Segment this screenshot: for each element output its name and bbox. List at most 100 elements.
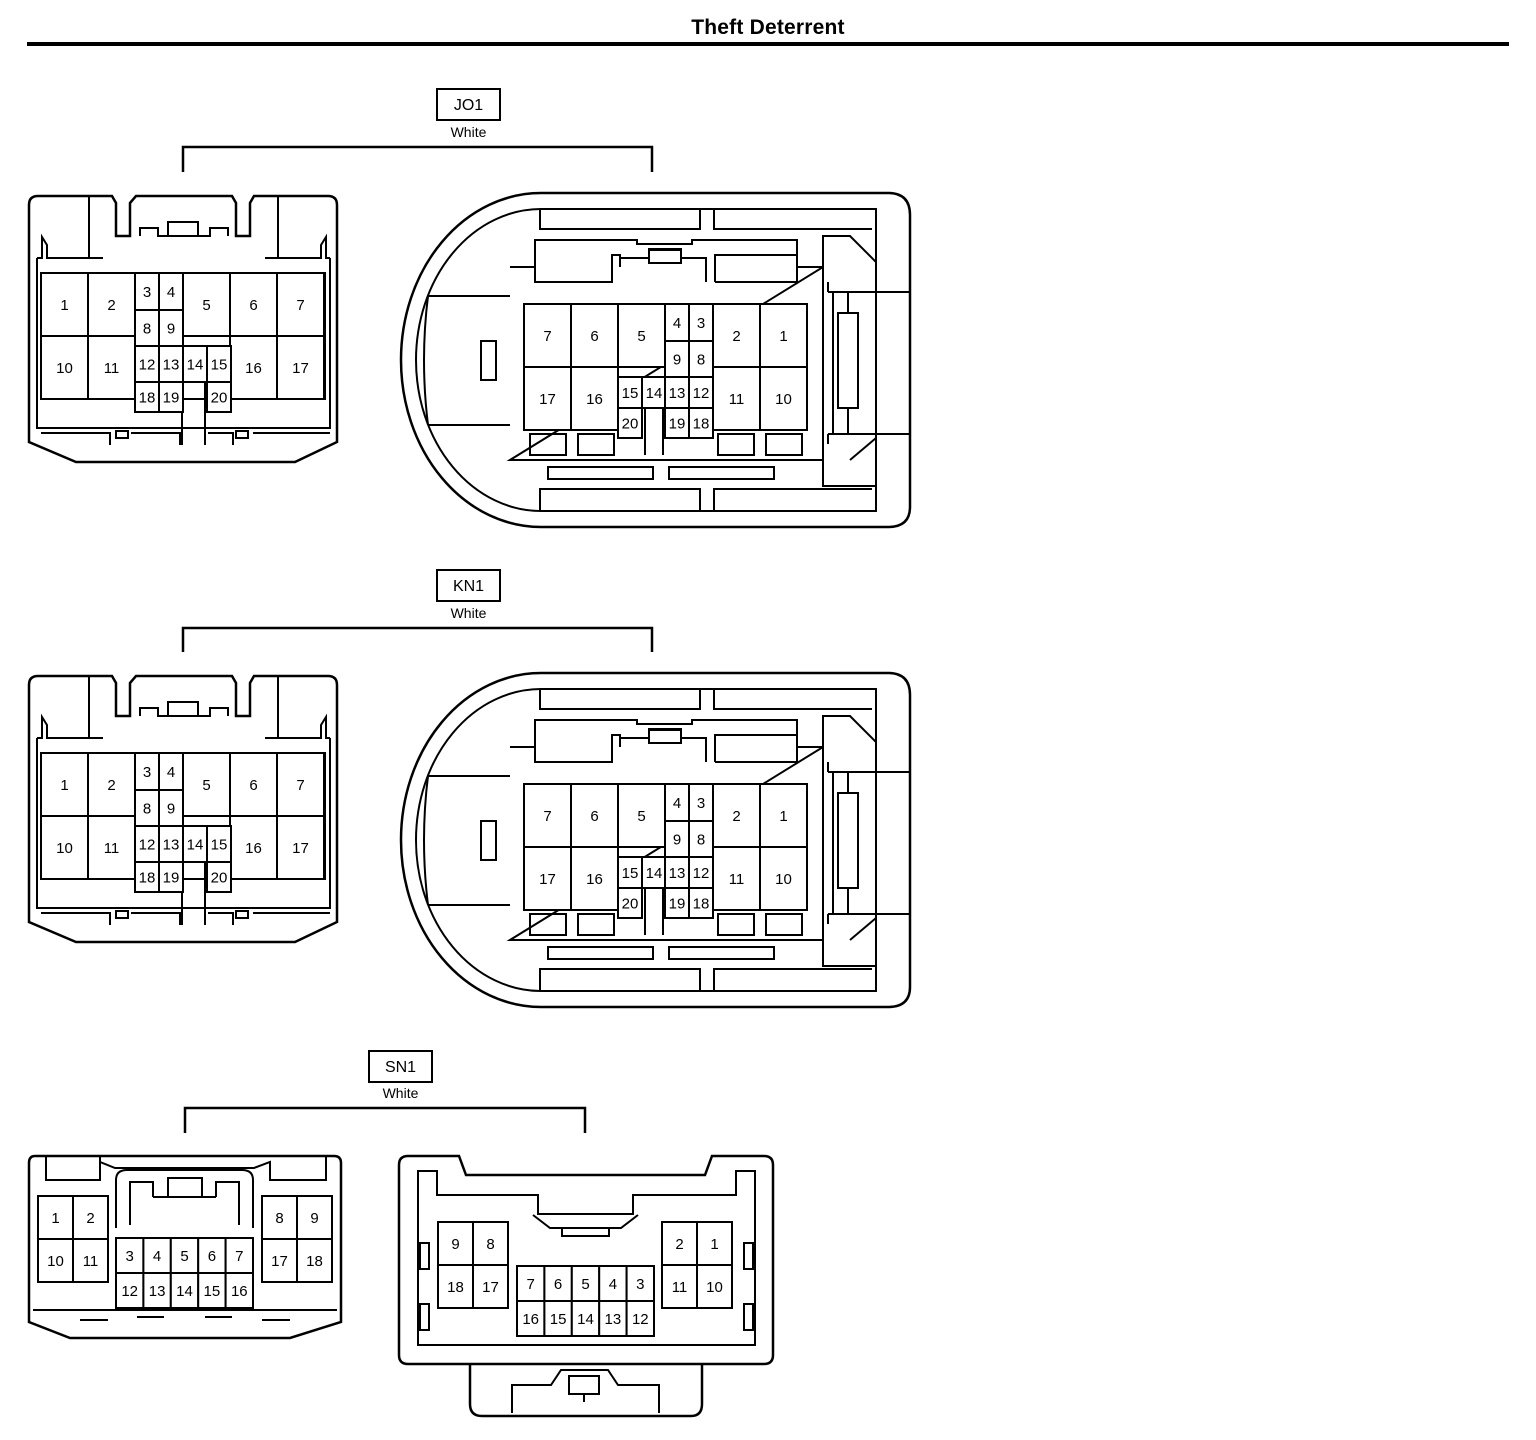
jo1-male-pin-label-11: 11 [104,360,120,377]
kn1-female-pin-18 [688,887,714,919]
sn1-male-pin-5 [169,1237,200,1274]
sn1-male-pin-label-17: 17 [271,1253,288,1270]
kn1-male-pin-label-4: 4 [167,764,175,781]
kn1-male-pin-label-3: 3 [143,764,151,781]
sn1-female-pin-label-6: 6 [554,1276,562,1293]
sn1-female-pin-label-10: 10 [706,1279,723,1296]
jo1-male-pin-label-18: 18 [139,390,156,407]
bracket-jo1 [181,145,654,172]
kn1-male-housing [27,674,339,944]
jo1-female-pin-label-10: 10 [775,391,792,408]
kn1-female-pin-label-6: 6 [590,808,598,825]
connector-label-jo1: JO1 White [436,88,501,140]
bracket-sn1 [183,1106,587,1133]
jo1-female-pin-label-8: 8 [697,352,705,369]
sn1-male-pin-18 [296,1238,333,1283]
sn1-female-pin-1 [696,1221,733,1266]
kn1-male-pin-label-11: 11 [104,840,120,857]
page-title: Theft Deterrent [691,16,845,39]
sn1-female-pin-label-16: 16 [522,1311,539,1328]
jo1-male-pin-9 [158,309,184,347]
kn1-female-pin-label-18: 18 [693,896,710,913]
jo1-female-pin-5 [617,303,666,368]
kn1-male-pin-label-5: 5 [202,777,210,794]
jo1-male-pin-label-15: 15 [211,357,228,374]
jo1-male-pin-label-14: 14 [187,357,204,374]
jo1-male-pin-label-20: 20 [211,390,228,407]
sn1-female-pin-label-4: 4 [609,1276,617,1293]
kn1-male-pin-label-16: 16 [245,840,262,857]
kn1-female-pin-label-13: 13 [669,865,686,882]
jo1-male-pin-label-13: 13 [163,357,180,374]
kn1-female-pin-label-1: 1 [779,808,787,825]
kn1-male-pin-20 [206,861,232,893]
jo1-male-pin-label-19: 19 [163,390,180,407]
kn1-male-pin-label-8: 8 [143,801,151,818]
sn1-male-pin-label-14: 14 [176,1283,193,1300]
kn1-female-pin-label-4: 4 [673,795,681,812]
kn1-female-pin-20 [617,887,643,919]
jo1-female-pin-7 [523,303,572,368]
jo1-female-pin-label-12: 12 [693,385,710,402]
kn1-female-pin-label-5: 5 [637,808,645,825]
sn1-female-pin-label-8: 8 [486,1236,494,1253]
jo1-male-pin-label-16: 16 [245,360,262,377]
jo1-male-pin-11 [87,335,136,400]
sn1-male-pin-label-18: 18 [306,1253,323,1270]
jo1-female-pin-label-11: 11 [729,391,745,408]
kn1-male-pin-11 [87,815,136,880]
kn1-female-housing [399,671,912,1009]
connector-color-kn1: White [451,605,487,621]
sn1-male-pin-label-4: 4 [153,1248,161,1265]
sn1-male-pin-label-2: 2 [86,1210,94,1227]
kn1-female-pin-label-3: 3 [697,795,705,812]
jo1-female-pin-20 [617,407,643,439]
kn1-male-pin-8 [134,789,160,827]
sn1-female-pin-label-11: 11 [672,1279,688,1296]
sn1-male-pin-13 [142,1272,172,1309]
kn1-male-pin-label-10: 10 [56,840,73,857]
jo1-female-pin-label-13: 13 [669,385,686,402]
kn1-male-pin-7 [276,752,325,817]
kn1-male-pin-label-19: 19 [163,870,180,887]
sn1-female-pin-label-12: 12 [632,1311,649,1328]
jo1-female-pin-label-9: 9 [673,352,681,369]
jo1-male-pin-label-9: 9 [167,321,175,338]
kn1-female-pin-4 [664,783,690,822]
sn1-female-pin-label-9: 9 [451,1236,459,1253]
sn1-female-pin-12 [625,1300,655,1337]
jo1-female-pin-18 [688,407,714,439]
sn1-female-pin-label-7: 7 [527,1276,535,1293]
kn1-female-pin-label-15: 15 [622,865,639,882]
jo1-female-pin-3 [688,303,714,342]
sn1-male-housing [27,1154,343,1340]
sn1-male-pin-2 [72,1195,109,1240]
sn1-female-pin-17 [472,1264,509,1309]
connector-color-jo1: White [451,124,487,140]
connector-color-sn1: White [383,1085,419,1101]
sn1-female-pin-label-5: 5 [581,1276,589,1293]
jo1-female-pin-17 [523,366,572,431]
jo1-female-pin-label-18: 18 [693,416,710,433]
sn1-male-pin-label-12: 12 [121,1283,138,1300]
kn1-male-pin-2 [87,752,136,817]
sn1-male-pin-label-7: 7 [235,1248,243,1265]
jo1-female-pin-label-19: 19 [669,416,686,433]
sn1-male-pin-6 [197,1237,227,1274]
jo1-female-pin-label-17: 17 [539,391,556,408]
jo1-male-pin-label-12: 12 [139,357,156,374]
kn1-female-pin-16 [570,846,619,911]
jo1-female-pin-label-4: 4 [673,315,681,332]
sn1-male-pin-label-9: 9 [310,1210,318,1227]
sn1-female-pin-label-3: 3 [636,1276,644,1293]
sn1-female-pin-label-1: 1 [710,1236,718,1253]
kn1-female-pin-5 [617,783,666,848]
jo1-male-pin-4 [158,272,184,311]
jo1-female-pin-label-2: 2 [732,328,740,345]
sn1-female-pin-label-2: 2 [675,1236,683,1253]
